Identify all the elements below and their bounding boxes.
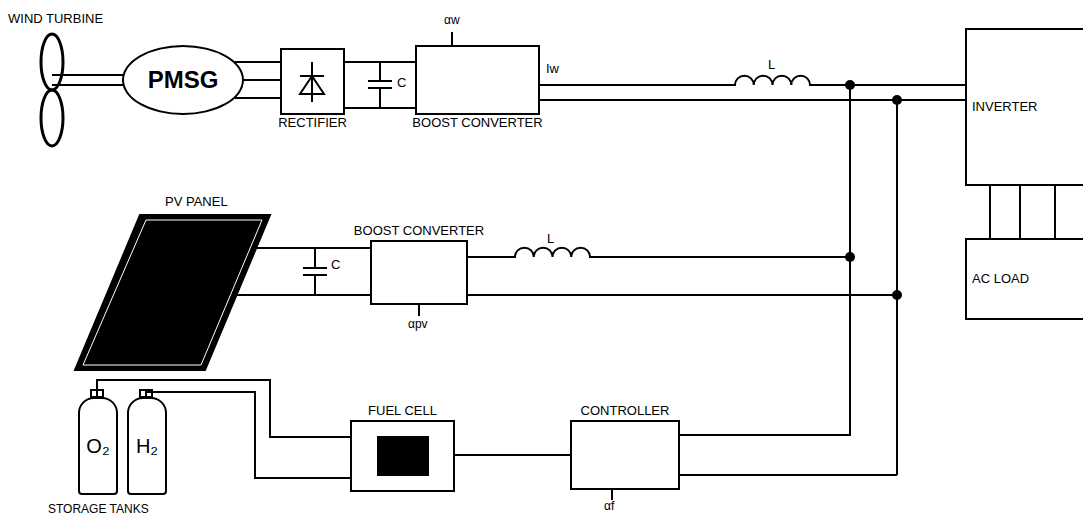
- dc-rail: [236, 294, 370, 296]
- node-label: O₂: [86, 435, 109, 458]
- signal-name: αpv: [408, 318, 428, 332]
- control-pin: [451, 32, 453, 45]
- phase-wire: [235, 61, 280, 63]
- fuel-cell-box: FUEL CELL: [350, 420, 455, 492]
- signal-name: αf: [604, 500, 614, 514]
- wire-connector: [680, 85, 965, 435]
- turbine-blade: [41, 90, 63, 146]
- component-label: L: [547, 232, 554, 247]
- turbine-blade: [41, 34, 63, 90]
- ac-load-box: AC LOAD: [965, 238, 1083, 320]
- capacitor-symbol: [368, 80, 392, 82]
- junction-dot: [892, 95, 902, 105]
- rectifier-box: RECTIFIER: [280, 48, 345, 115]
- capacitor-symbol: [314, 248, 316, 268]
- wire-connector: [455, 454, 570, 456]
- pv-panel: PV PANEL: [70, 195, 280, 372]
- component-label: L: [768, 58, 775, 73]
- dc-bus: [468, 294, 897, 296]
- capacitor-symbol: [379, 88, 381, 108]
- node-label: BOOST CONVERTER: [354, 224, 484, 239]
- wire-connector: [244, 79, 280, 81]
- component-label: WIND TURBINE: [8, 12, 103, 27]
- node-label: PMSG: [148, 66, 219, 94]
- node-label: INVERTER: [972, 100, 1038, 115]
- control-pin: [418, 305, 420, 316]
- diode-symbol: [282, 50, 343, 113]
- inductor-symbol: [515, 248, 590, 257]
- boost-converter-box: BOOST CONVERTER: [415, 45, 540, 115]
- signal-name: Iw: [546, 62, 559, 77]
- phase-wire: [235, 97, 280, 99]
- dc-rail: [256, 247, 280, 249]
- boost-converter-box: BOOST CONVERTER: [370, 240, 468, 305]
- wire-connector: [97, 380, 350, 437]
- pmsg-generator: PMSG: [122, 45, 244, 115]
- node-label: CONTROLLER: [581, 404, 670, 419]
- wire-connector: [146, 392, 350, 478]
- capacitor-symbol: [314, 275, 316, 295]
- junction-dot: [892, 290, 902, 300]
- node-label: AC LOAD: [972, 272, 1029, 287]
- inductor-symbol: [735, 76, 810, 85]
- wire-connector: [1019, 186, 1021, 238]
- turbine-shaft: [52, 74, 123, 76]
- gas-tank: O₂: [78, 397, 118, 495]
- component-label: STORAGE TANKS: [48, 503, 149, 517]
- signal-name: αw: [444, 14, 460, 28]
- capacitor-symbol: [303, 267, 327, 269]
- wire-connector: [345, 61, 415, 63]
- gas-tank: H₂: [127, 397, 167, 495]
- node-label: BOOST CONVERTER: [412, 116, 542, 131]
- fuel-cell-stack: [377, 436, 429, 476]
- controller-box: CONTROLLER: [570, 420, 680, 490]
- solar-panel-drawing: [70, 195, 280, 372]
- node-label: H₂: [136, 435, 158, 458]
- capacitor-symbol: [379, 62, 381, 81]
- node-label: FUEL CELL: [368, 404, 437, 419]
- node-label: PV PANEL: [70, 195, 280, 210]
- inverter-box: INVERTER: [965, 28, 1083, 186]
- dc-bus: [680, 474, 897, 476]
- dc-bus: [896, 100, 898, 475]
- wire-connector: [280, 247, 370, 249]
- phase-wire: [1054, 186, 1056, 238]
- control-pin: [611, 490, 613, 500]
- turbine-shaft: [52, 84, 123, 86]
- component-label: C: [331, 258, 340, 273]
- junction-dot: [845, 252, 855, 262]
- phase-wire: [989, 186, 991, 238]
- junction-dot: [845, 80, 855, 90]
- component-label: C: [397, 76, 406, 91]
- node-label: RECTIFIER: [278, 116, 347, 131]
- wire-connector: [468, 85, 965, 257]
